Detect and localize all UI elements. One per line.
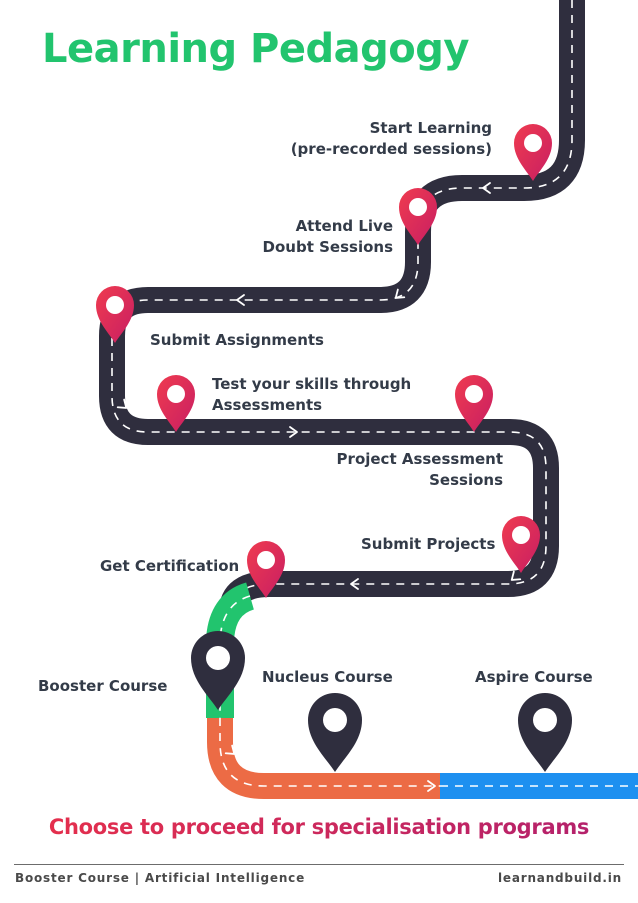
location-pin-icon [308,693,362,772]
orange-road [207,718,440,799]
step-attend-live: Attend Live Doubt Sessions [262,217,393,256]
course-nucleus: Nucleus Course [262,668,393,686]
main-road [99,0,585,614]
location-pin-icon [96,286,134,343]
step-submit-assignments: Submit Assignments [150,331,324,349]
step-get-certification: Get Certification [100,557,240,575]
location-pin-icon [502,516,540,573]
specialisation-cta: Choose to proceed for specialisation pro… [0,815,638,839]
footer-course-info: Booster Course | Artificial Intelligence [15,871,306,885]
location-pin-icon [455,375,493,432]
step-project-assessment: Project Assessment Sessions [336,450,503,489]
location-pin-icon [157,375,195,432]
step-start-learning: Start Learning (pre-recorded sessions) [290,119,492,158]
location-pin-icon [191,631,245,710]
location-pin-icon [399,188,437,245]
page-title: Learning Pedagogy [42,26,469,72]
course-aspire: Aspire Course [475,668,593,686]
location-pin-icon [518,693,572,772]
footer-website: learnandbuild.in [497,871,622,885]
step-test-skills: Test your skills through Assessments [212,375,412,414]
location-pin-icon [247,541,285,598]
course-booster: Booster Course [38,677,168,695]
location-pin-icon [514,124,552,181]
footer-divider [14,864,624,865]
step-submit-projects: Submit Projects [361,535,496,553]
